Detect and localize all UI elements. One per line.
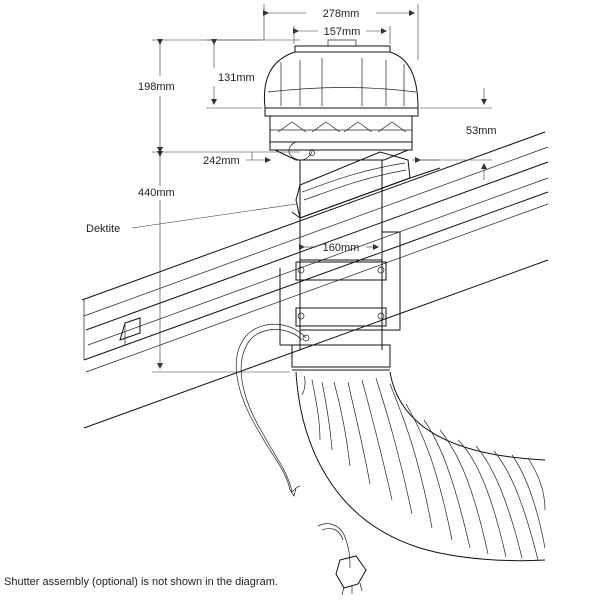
dim-base-height-label: 53mm — [466, 125, 497, 137]
dim-head-height-label: 131mm — [218, 72, 255, 84]
mounting-bracket — [279, 231, 401, 346]
dim-overall-width-label: 278mm — [323, 8, 360, 20]
flexible-duct — [291, 344, 546, 562]
dim-lower-height-label: 440mm — [138, 187, 175, 199]
dektite-label: Dektite — [86, 223, 120, 235]
dim-bracket-width-label: 160mm — [323, 242, 360, 254]
fan-head — [263, 39, 419, 161]
dim-inner-width-label: 157mm — [324, 26, 361, 38]
dim-flange-offset-label: 242mm — [203, 155, 240, 167]
diagram-caption: Shutter assembly (optional) is not shown… — [4, 576, 278, 588]
roof-sheeting — [81, 131, 549, 429]
plug-icon — [335, 555, 367, 596]
dim-top-height-label: 198mm — [138, 81, 175, 93]
dektite-flashing — [291, 151, 441, 219]
power-cable — [235, 323, 367, 596]
dimension-lines — [131, 4, 492, 373]
